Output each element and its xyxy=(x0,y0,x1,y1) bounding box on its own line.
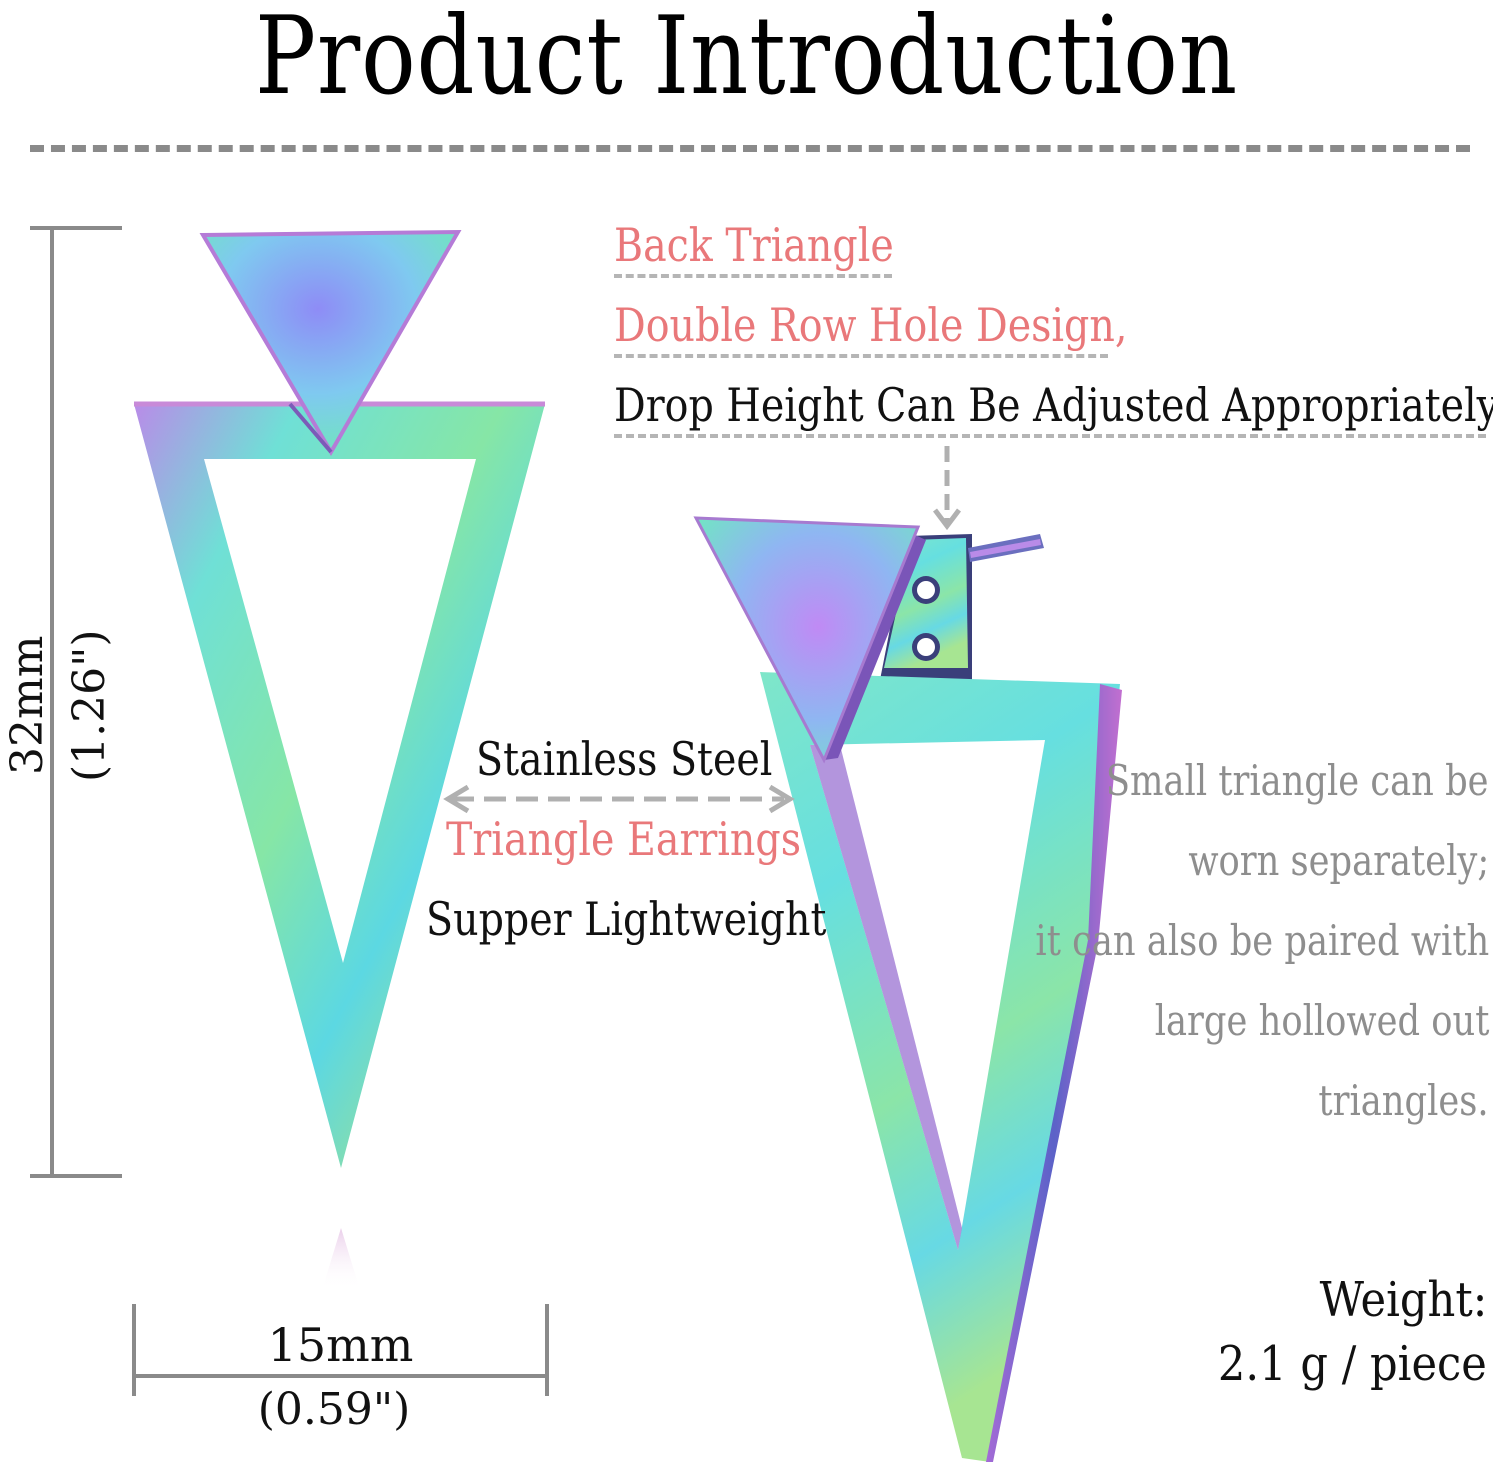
side-note-line: triangles. xyxy=(1318,1076,1489,1125)
callout-drop-height: Drop Height Can Be Adjusted Appropriatel… xyxy=(614,378,1493,432)
page-title: Product Introduction xyxy=(255,0,1238,119)
height-mm-label: 32mm xyxy=(2,635,53,775)
left-earring-front xyxy=(134,229,545,1290)
height-in-label: (1.26") xyxy=(64,629,115,782)
right-earring-side xyxy=(693,516,1122,1462)
weight-value: 2.1 g / piece xyxy=(1218,1336,1487,1392)
side-note-line: worn separately; xyxy=(1188,836,1489,885)
width-mm-label: 15mm xyxy=(267,1318,414,1372)
callout-back-triangle: Back Triangle xyxy=(614,218,894,272)
height-dimension-line xyxy=(30,226,122,1178)
product-label: Triangle Earrings xyxy=(446,812,802,866)
material-label: Stainless Steel xyxy=(476,732,773,786)
double-arrow-width xyxy=(443,784,795,814)
weight-label: Weight: xyxy=(1319,1272,1487,1328)
side-note-line: it can also be paired with xyxy=(1035,916,1489,965)
callout-underline xyxy=(614,274,892,278)
callout-double-row: Double Row Hole Design, xyxy=(614,298,1128,352)
feature-label: Supper Lightweight xyxy=(426,892,827,946)
callout-underline xyxy=(614,354,1108,358)
title-divider xyxy=(30,145,1470,152)
side-note-line: Small triangle can be xyxy=(1106,756,1489,805)
callout-underline xyxy=(614,434,1486,438)
width-in-label: (0.59") xyxy=(257,1384,411,1435)
side-note-line: large hollowed out xyxy=(1154,996,1489,1045)
arrow-down-to-post xyxy=(933,446,961,531)
width-dimension-line xyxy=(132,1304,549,1396)
